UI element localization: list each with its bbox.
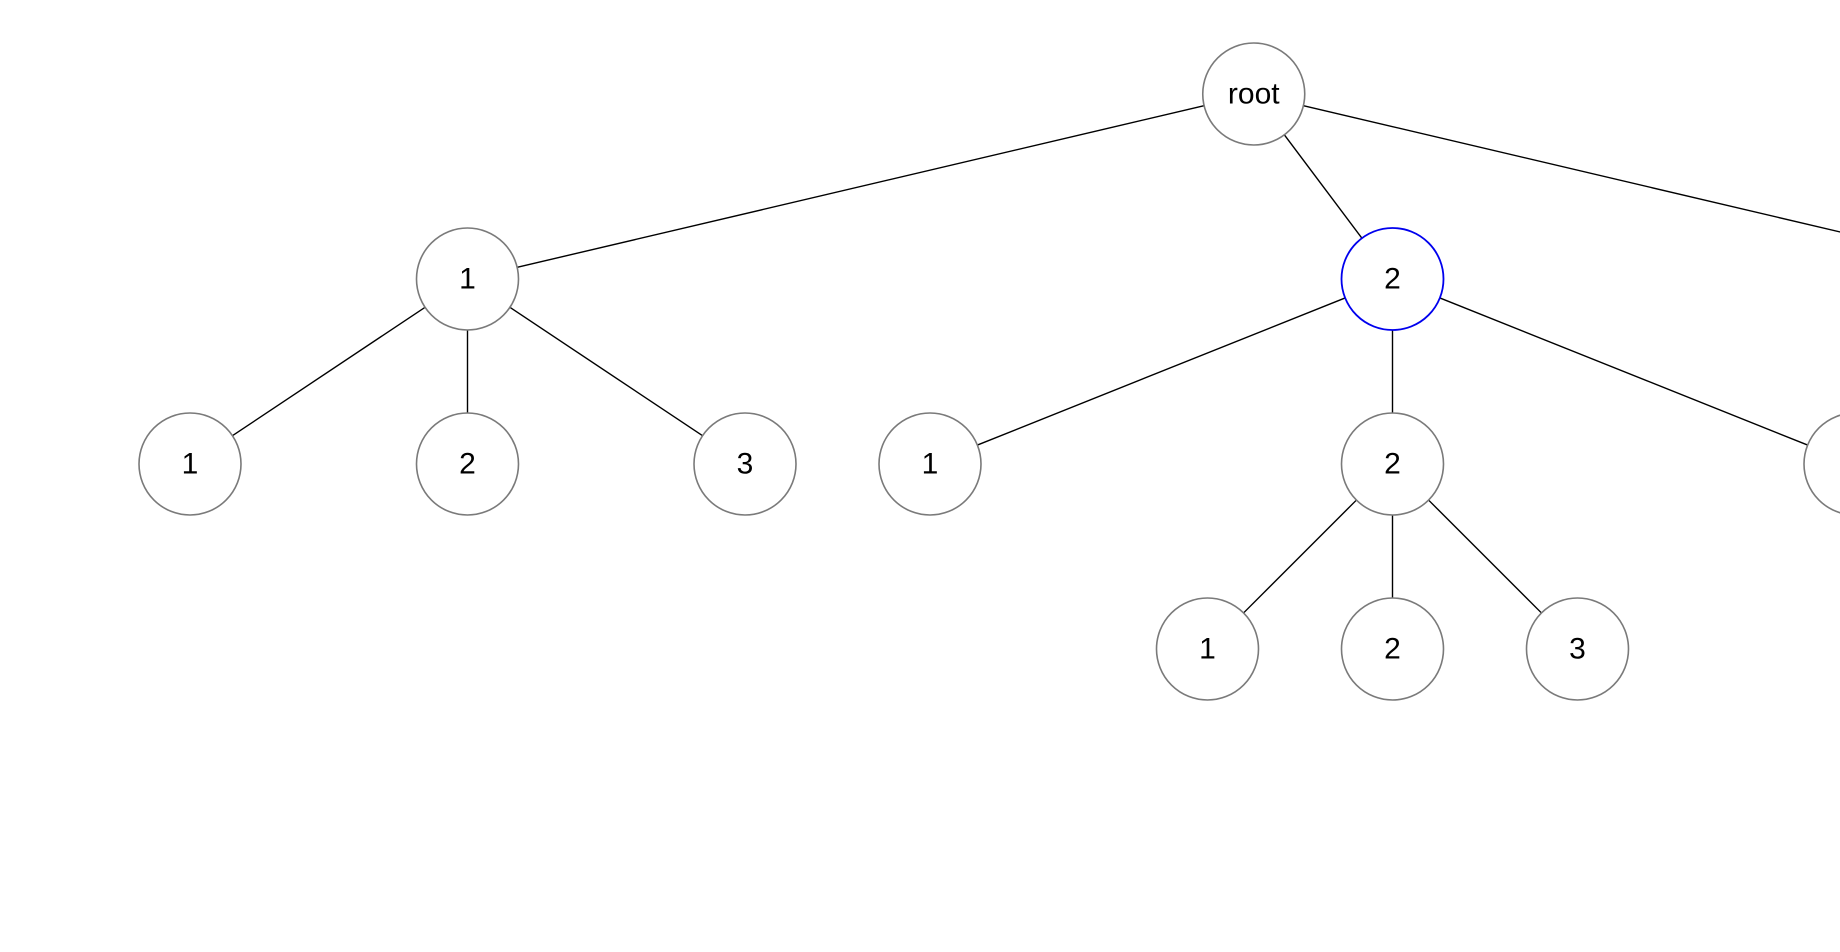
tree-node-root-1-2[interactable]: 2 [415,412,520,516]
node-circle [415,227,520,331]
node-label: 1 [1199,633,1216,666]
edge-root-2-to-1 [977,297,1346,446]
edge-root-2-2-to-1 [1243,499,1357,614]
tree-node-root-2-3[interactable]: 3 [1803,413,1840,515]
tree-node-root-2-2-3[interactable]: 3 [1525,597,1630,701]
edge-root-1-to-3 [509,306,703,437]
tree-node-root-2-2-2[interactable]: 2 [1340,597,1445,701]
node-circle [1525,597,1630,701]
node-label: 1 [182,448,199,481]
node-circle [1155,597,1260,701]
node-circle [1201,42,1306,146]
node-circle [878,412,982,516]
tree-node-root-2-2[interactable]: 2 [1340,412,1445,516]
tree-node-root-1-3[interactable]: 3 [693,412,797,516]
node-label: 3 [737,448,754,481]
node-label: 1 [459,263,476,296]
node-label: 2 [1384,633,1401,666]
nodes-layer: root112321212333 [138,42,1840,701]
edge-root-1-to-1 [232,306,426,437]
edges-layer [232,104,1840,614]
node-circle [1340,412,1445,516]
node-label: 3 [1569,633,1586,666]
node-circle [415,412,520,516]
tree-node-root[interactable]: root [1201,42,1306,146]
node-label: 2 [459,448,476,481]
node-label: 2 [1384,448,1401,481]
node-label: 2 [1384,263,1401,296]
node-circle [1340,597,1445,701]
edge-root-to-1 [516,104,1205,269]
tree-node-root-2-1[interactable]: 1 [878,412,982,516]
node-label: 1 [922,448,939,481]
tree-node-root-1-1[interactable]: 1 [138,412,242,516]
node-circle [138,412,242,516]
node-circle [1803,414,1840,514]
edge-root-to-2 [1283,134,1363,239]
tree-node-root-2[interactable]: 2 [1340,227,1445,331]
edge-root-2-to-3 [1439,297,1808,446]
tree-node-root-2-2-1[interactable]: 1 [1155,597,1260,701]
tree-node-root-1[interactable]: 1 [415,227,520,331]
node-label: root [1228,78,1280,111]
node-circle [1340,227,1445,331]
edge-root-2-2-to-3 [1428,499,1542,614]
node-circle [693,412,797,516]
edge-root-to-3 [1303,104,1840,233]
